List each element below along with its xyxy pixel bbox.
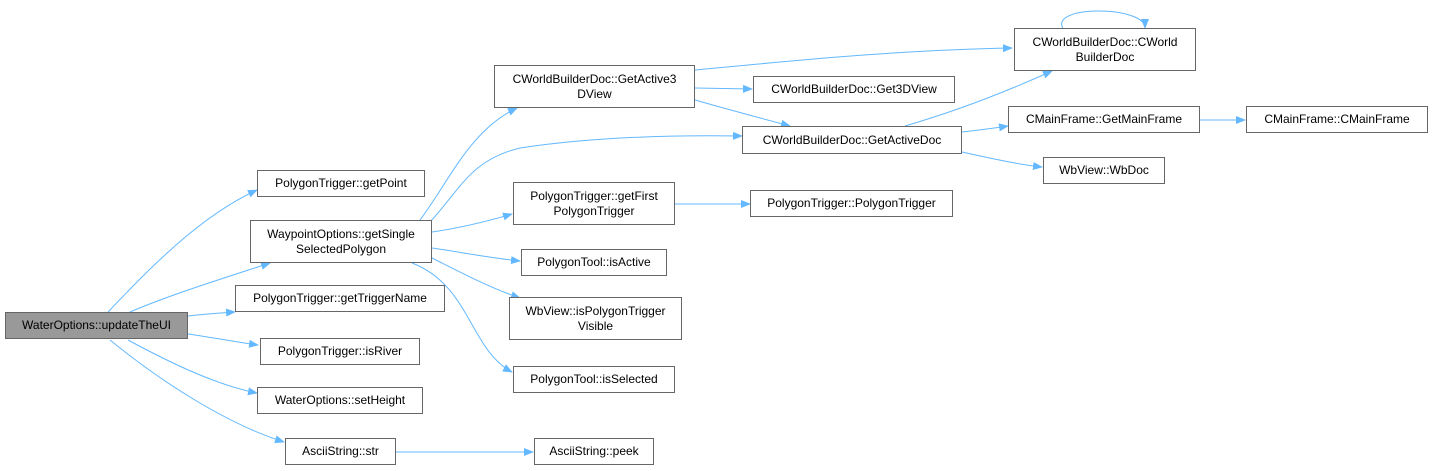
- node-polygon-trigger-get-first-polygon-trigger[interactable]: PolygonTrigger::getFirst PolygonTrigger: [513, 182, 675, 225]
- edge-root-str: [109, 339, 285, 444]
- edge-getSingle-isSelected: [411, 262, 513, 373]
- edge-cwbdCtor-self: [1061, 10, 1149, 31]
- node-polygon-trigger-is-river[interactable]: PolygonTrigger::isRiver: [260, 338, 420, 365]
- edge-getActiveDoc-wbDoc: [961, 151, 1043, 170]
- edge-getSingle-isActive: [431, 247, 521, 265]
- node-cworldbuilderdoc-get-3d-view[interactable]: CWorldBuilderDoc::Get3DView: [753, 76, 955, 103]
- edge-getSingle-isPolyVisible: [431, 257, 521, 299]
- edge-root-getPoint: [107, 189, 258, 313]
- node-polygon-trigger-polygon-trigger[interactable]: PolygonTrigger::PolygonTrigger: [750, 190, 953, 217]
- edge-getActive3D-cwbdCtor: [694, 44, 1013, 71]
- node-ascii-string-peek[interactable]: AsciiString::peek: [534, 438, 654, 465]
- node-waypoint-options-get-single-selected-polygon[interactable]: WaypointOptions::getSingle SelectedPolyg…: [250, 220, 432, 263]
- edge-getSingle-getFirst: [431, 212, 513, 233]
- node-polygon-tool-is-active[interactable]: PolygonTool::isActive: [521, 249, 667, 276]
- node-polygon-tool-is-selected[interactable]: PolygonTool::isSelected: [513, 366, 675, 393]
- node-cworldbuilderdoc-get-active-doc[interactable]: CWorldBuilderDoc::GetActiveDoc: [742, 126, 962, 154]
- edge-getActiveDoc-getMainFrame: [961, 123, 1009, 133]
- node-polygon-trigger-get-point[interactable]: PolygonTrigger::getPoint: [257, 170, 425, 197]
- node-ascii-string-str[interactable]: AsciiString::str: [285, 438, 396, 465]
- node-polygon-trigger-get-trigger-name[interactable]: PolygonTrigger::getTriggerName: [235, 285, 445, 312]
- edge-getSingle-getActive3D: [419, 107, 518, 221]
- node-cmainframe-cmainframe[interactable]: CMainFrame::CMainFrame: [1246, 106, 1428, 133]
- edge-getSingle-getActiveDoc: [429, 131, 743, 223]
- edge-getActive3D-get3DView: [694, 84, 753, 93]
- node-cworldbuilderdoc-ctor[interactable]: CWorldBuilderDoc::CWorld BuilderDoc: [1014, 28, 1196, 71]
- edge-getActive3D-getActiveDoc: [694, 99, 791, 128]
- node-water-options-update-the-ui[interactable]: WaterOptions::updateTheUI: [5, 312, 188, 339]
- node-cmainframe-get-main-frame[interactable]: CMainFrame::GetMainFrame: [1008, 106, 1200, 133]
- node-wbview-wbdoc[interactable]: WbView::WbDoc: [1043, 157, 1165, 184]
- edge-root-getTriggerName: [187, 308, 236, 317]
- edge-root-getSingle: [129, 261, 271, 313]
- node-water-options-set-height[interactable]: WaterOptions::setHeight: [257, 387, 423, 414]
- node-cworldbuilderdoc-get-active-3d-view[interactable]: CWorldBuilderDoc::GetActive3 DView: [494, 65, 695, 108]
- edge-root-setHeight: [127, 339, 258, 396]
- edge-root-isRiver: [187, 333, 259, 348]
- edge-getActiveDoc-cwbdCtor: [904, 70, 1053, 127]
- node-wbview-is-polygon-trigger-visible[interactable]: WbView::isPolygonTrigger Visible: [509, 297, 682, 340]
